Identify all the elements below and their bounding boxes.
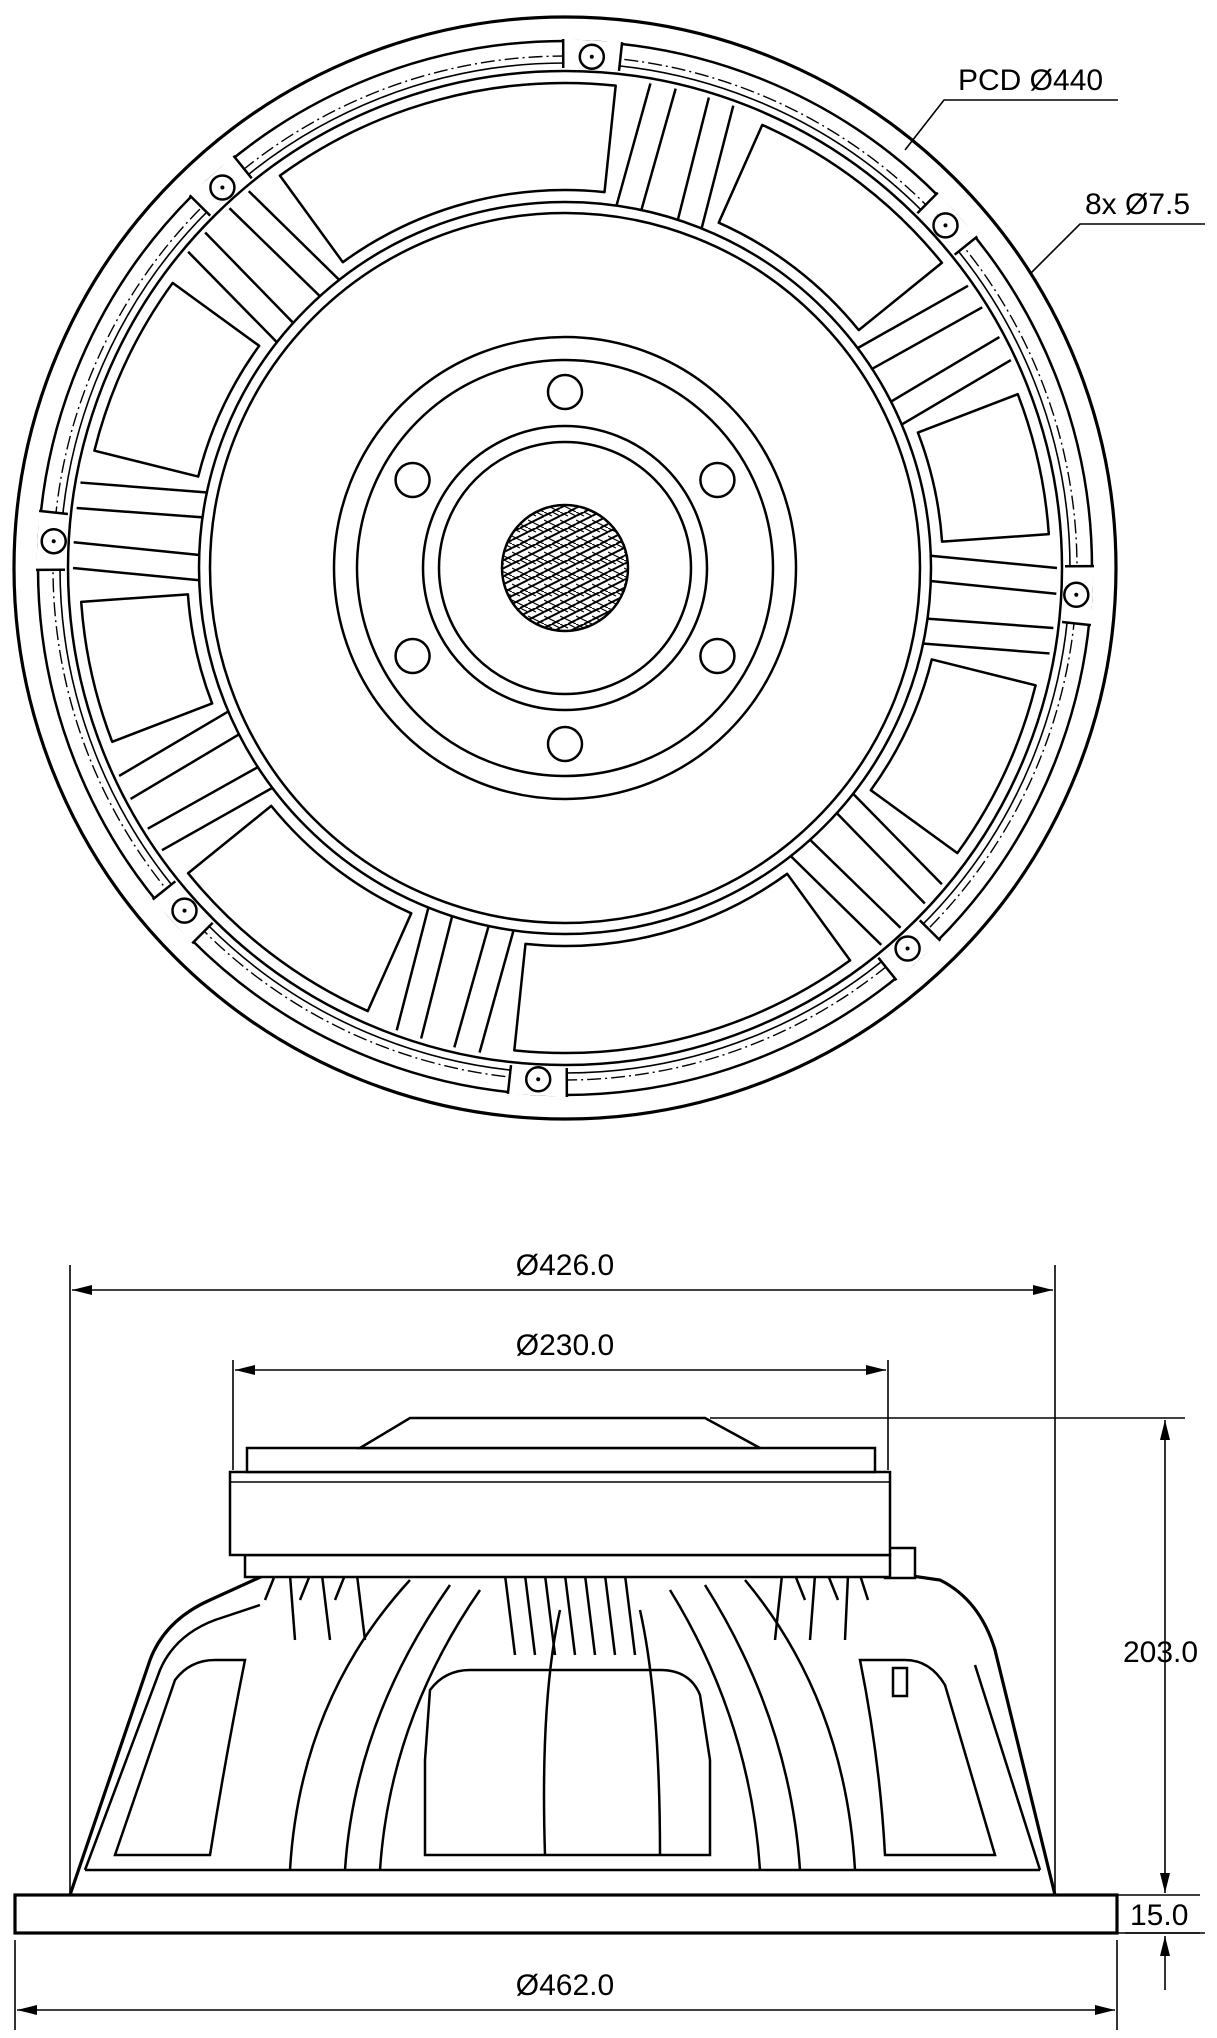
backplate-ring-inner (355, 358, 775, 778)
pole-cap (355, 1416, 761, 1450)
backplate-hole (699, 461, 736, 499)
left-window (113, 1658, 247, 1857)
spoke-left-outer (288, 1579, 411, 1871)
backplate-hole (394, 637, 431, 675)
basket-spokes (72, 83, 1058, 1053)
holes-label: 8x Ø7.5 (1085, 188, 1190, 221)
spoke-left2-outer (378, 1589, 482, 1871)
basket-window (869, 658, 1037, 855)
basket-outline (68, 1558, 1057, 1896)
backplate-holes (394, 373, 736, 763)
basket-window (513, 872, 852, 1055)
spoke-mid-right (638, 1609, 662, 1856)
spoke-right-outer (744, 1579, 857, 1871)
backplate-hole (546, 373, 584, 411)
basket-window (186, 804, 413, 1013)
pole-ring (421, 424, 709, 712)
basket-windows (79, 81, 1051, 1055)
backplate-hole (394, 461, 431, 499)
mounting-hole (916, 191, 979, 256)
cooling-fins (263, 1573, 870, 1656)
spoke (614, 83, 735, 233)
dim-15-label: 15.0 (1130, 1899, 1188, 1932)
outer-rim (12, 15, 1118, 1121)
spoke (918, 554, 1058, 655)
mounting-hole (506, 1064, 569, 1098)
right-window (858, 1658, 997, 1857)
vent-mesh (500, 503, 630, 633)
spoke-right2-outer (668, 1589, 762, 1871)
dim-462-label: Ø462.0 (516, 1969, 614, 2002)
pole-ring-inner (437, 440, 693, 696)
spoke (187, 190, 344, 347)
spoke-right-inner (703, 1584, 802, 1871)
backplate-ring (332, 335, 798, 801)
mounting-flange (13, 1893, 1119, 1935)
center-window (423, 1668, 712, 1857)
spoke (395, 903, 516, 1053)
backplate-hole (546, 725, 584, 763)
terminal-post (891, 1666, 909, 1698)
spoke (118, 708, 277, 852)
mounting-hole (877, 919, 942, 982)
basket-inner-line (83, 1603, 1042, 1871)
backplate-hole (699, 637, 736, 675)
dim-203-label: 203.0 (1123, 1636, 1198, 1669)
pcd-label: PCD Ø440 (958, 64, 1103, 97)
motor-ring-2 (208, 211, 922, 925)
mounting-hole (151, 880, 214, 945)
front-view: PCD Ø440 8x Ø7.5 (12, 15, 1205, 1121)
mounting-hole (35, 509, 69, 572)
basket-window (278, 81, 617, 264)
side-view: Ø426.0 Ø230.0 203.0 15.0 Ø462.0 (13, 1249, 1205, 2030)
basket-window (93, 281, 261, 478)
mounting-hole (1061, 564, 1095, 627)
mounting-holes (35, 38, 1095, 1098)
spoke-left-inner (343, 1584, 452, 1871)
spoke (853, 284, 1012, 428)
dim-230-label: Ø230.0 (516, 1329, 614, 1362)
pcd-leader (904, 99, 1118, 151)
basket-ring (66, 69, 1064, 1067)
holes-leader (1029, 223, 1205, 275)
basket-window (717, 123, 944, 332)
basket-window (916, 392, 1051, 543)
mounting-hole (561, 38, 624, 72)
backplate (243, 1553, 892, 1579)
basket-window (79, 593, 214, 744)
spoke-mid-left (542, 1609, 562, 1856)
top-plate (245, 1446, 877, 1474)
mounting-hole (188, 154, 253, 217)
dim-426-label: Ø426.0 (516, 1249, 614, 1282)
magnet (228, 1470, 892, 1557)
spoke (786, 789, 943, 946)
spoke (72, 481, 212, 582)
